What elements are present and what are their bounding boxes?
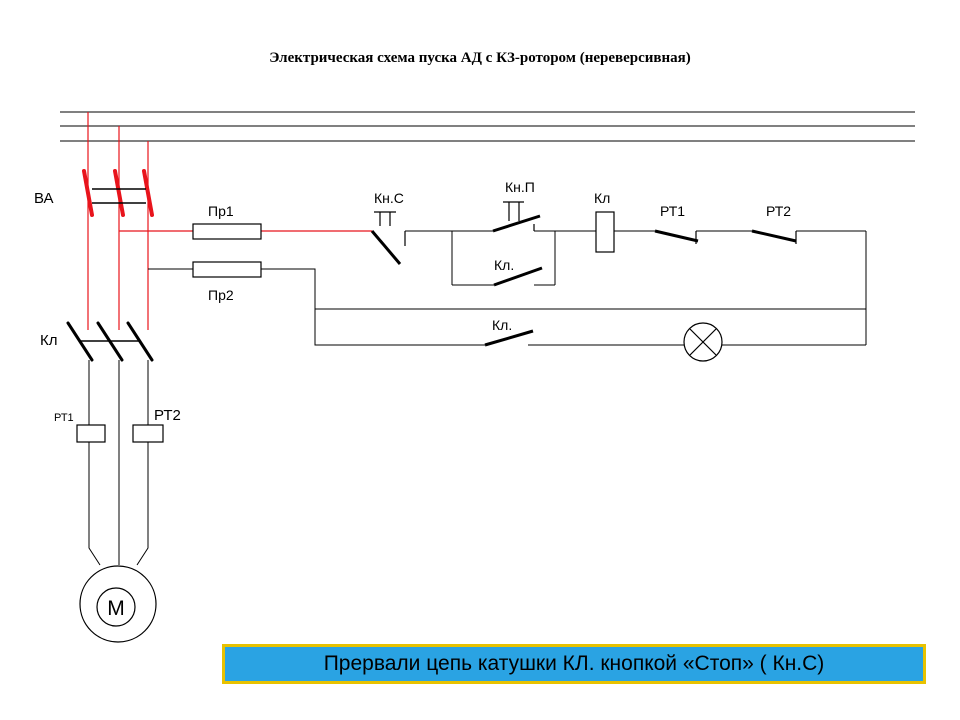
control-wiring [261,230,867,346]
motor-label: М [107,597,125,620]
lamp-contact-label: Кл. [492,317,512,333]
relay2-contact-symbol: РТ2 [751,203,797,244]
relay1-label: РТ1 [660,203,685,219]
breaker-label: ВА [34,190,54,207]
stop-button-symbol: Кн.С [370,190,406,265]
coil-label: Кл [594,190,610,206]
thermal-heater-2: РТ2 [132,407,181,443]
aux-contact-symbol: Кл. [493,257,543,287]
lamp-contact-symbol: Кл. [484,317,534,347]
lamp-icon [683,322,723,362]
relay1-contact-symbol: РТ1 [654,203,699,244]
coil-symbol: Кл [594,190,615,253]
start-button-label: Кн.П [505,179,535,195]
thermal-heater-1: РТ1 [54,412,106,443]
fuse-pr2: Пр2 [148,261,262,303]
motor-icon: М [79,565,157,643]
main-contactor-symbol: Кл [40,321,154,362]
diagram-title: Электрическая схема пуска АД с КЗ-роторо… [269,50,691,66]
fuse-pr1: Пр1 [192,203,262,240]
motor-wiring [88,360,149,566]
power-feeders [87,112,372,330]
relay2-label: РТ2 [766,203,791,219]
thermal2-label: РТ2 [154,407,181,424]
circuit-breaker: ВА [34,169,154,217]
fuse-pr2-label: Пр2 [208,287,234,303]
fuse-pr1-label: Пр1 [208,203,234,219]
stop-button-label: Кн.С [374,190,404,206]
thermal1-label: РТ1 [54,412,74,424]
start-button-symbol: Кн.П [492,179,541,233]
main-contactor-label: Кл [40,332,58,349]
aux-contact-label: Кл. [494,257,514,273]
status-banner: Прервали цепь катушки КЛ. кнопкой «Стоп»… [222,644,926,684]
supply-bus [60,111,915,142]
